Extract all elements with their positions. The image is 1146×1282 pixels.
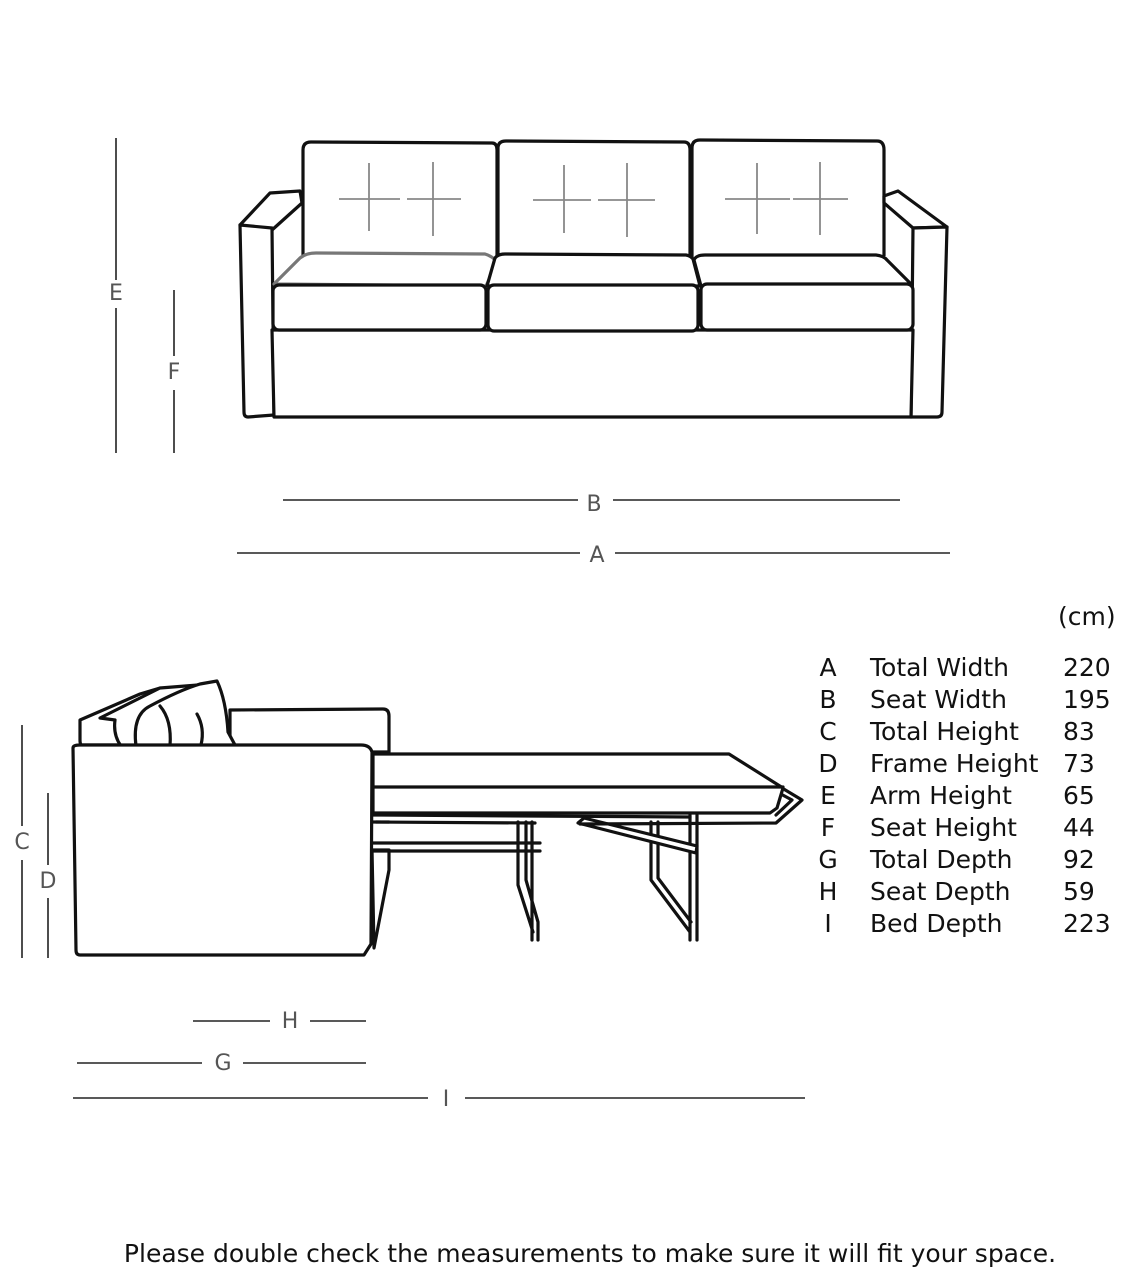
measurement-name: Total Width [869, 653, 1009, 682]
measurement-row: B Seat Width 195 [819, 685, 1110, 714]
arm-right [882, 189, 949, 230]
back-cushion-middle [496, 139, 692, 262]
measurement-value: 44 [1063, 813, 1095, 842]
measurement-row: G Total Depth 92 [818, 845, 1095, 874]
sofa-side-view [71, 679, 804, 957]
seat-cushion-middle [486, 283, 700, 333]
measurement-row: C Total Height 83 [819, 717, 1095, 746]
seat-cushion-right [699, 282, 915, 332]
footer-note: Please double check the measurements to … [124, 1239, 1056, 1268]
dim-label-h: H [282, 1009, 299, 1034]
sofa-base [270, 328, 915, 419]
measurement-row: E Arm Height 65 [820, 781, 1095, 810]
back-cushion-left [301, 140, 499, 262]
mattress [371, 752, 785, 815]
dim-label-i: I [443, 1087, 450, 1112]
arm-right-front [909, 225, 949, 419]
dim-label-d: D [40, 869, 57, 894]
rear-frame [370, 848, 391, 950]
measurement-name: Total Height [869, 717, 1019, 746]
bed-frame [371, 783, 804, 942]
arm-left-front [238, 223, 276, 419]
dim-label-c: C [14, 830, 29, 855]
unit-label: (cm) [1058, 602, 1116, 631]
dim-label-f: F [168, 360, 181, 385]
measurement-letter: C [819, 717, 836, 746]
measurement-value: 223 [1063, 909, 1111, 938]
measurement-name: Arm Height [870, 781, 1012, 810]
measurement-letter: D [818, 749, 837, 778]
measurement-name: Seat Height [870, 813, 1017, 842]
measurement-value: 65 [1063, 781, 1095, 810]
measurement-name: Frame Height [870, 749, 1039, 778]
measurement-letter: E [820, 781, 836, 810]
dim-label-g: G [214, 1051, 231, 1076]
measurement-value: 92 [1063, 845, 1095, 874]
seat-top-right [692, 253, 914, 288]
seat-top-left [272, 251, 499, 288]
seat-top-middle [485, 252, 702, 288]
measurement-letter: H [819, 877, 838, 906]
measurement-value: 59 [1063, 877, 1095, 906]
dimension-lines: E F B A C D H G I [14, 138, 950, 1112]
measurement-value: 73 [1063, 749, 1095, 778]
measurement-letter: A [819, 653, 836, 682]
measurement-value: 195 [1063, 685, 1111, 714]
seat-cushion-left [271, 283, 488, 332]
side-arm [71, 743, 374, 957]
measurement-letter: I [824, 909, 831, 938]
measurement-letter: F [821, 813, 835, 842]
measurement-row: F Seat Height 44 [821, 813, 1095, 842]
arm-left [238, 189, 304, 232]
measurement-name: Seat Width [870, 685, 1007, 714]
sofa-front-view [238, 138, 949, 419]
measurement-letter: B [819, 685, 836, 714]
measurement-row: H Seat Depth 59 [819, 877, 1095, 906]
tufting [339, 162, 848, 237]
measurement-row: D Frame Height 73 [818, 749, 1094, 778]
dim-label-a: A [589, 543, 604, 568]
dim-label-b: B [586, 492, 601, 517]
measurement-letter: G [818, 845, 837, 874]
measurement-name: Bed Depth [870, 909, 1003, 938]
pillow-front [133, 679, 237, 748]
measurement-row: A Total Width 220 [819, 653, 1110, 682]
measurement-value: 83 [1063, 717, 1095, 746]
measurement-name: Total Depth [869, 845, 1012, 874]
seat-back [228, 707, 391, 754]
measurement-name: Seat Depth [870, 877, 1010, 906]
dim-label-e: E [109, 281, 123, 306]
measurement-value: 220 [1063, 653, 1111, 682]
measurement-row: I Bed Depth 223 [824, 909, 1110, 938]
